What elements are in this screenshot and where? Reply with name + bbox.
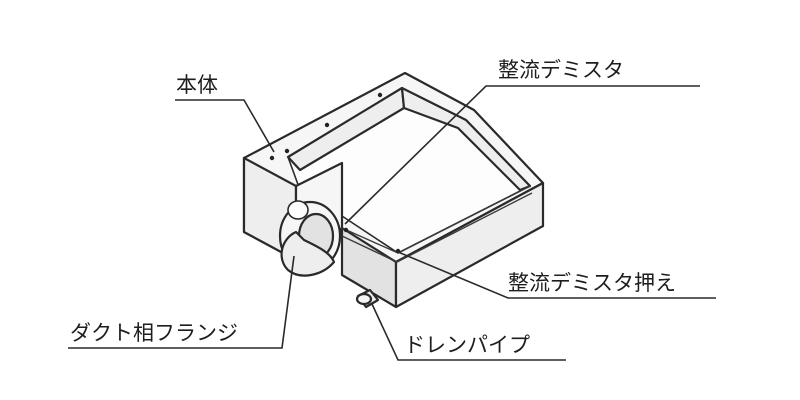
label-duct-flange: ダクト相フランジ (70, 321, 238, 345)
flange-lower-lobe (280, 230, 336, 277)
leader-body (175, 99, 275, 153)
flange-upper-boss (287, 200, 309, 220)
demister-retainer-strip-edge (341, 192, 533, 263)
label-body: 本体 (176, 73, 218, 97)
leader-duct-flange (68, 255, 295, 349)
leader-flow-demister (344, 85, 700, 225)
label-demister-retainer: 整流デミスタ押え (508, 271, 676, 295)
retainer-screw-dot (343, 227, 349, 233)
rim-screw-dot (269, 155, 275, 161)
duct-flange (278, 200, 342, 277)
leader-drain-pipe (371, 303, 566, 361)
housing-inner-right-wall (400, 86, 532, 192)
rim-screw-dot (324, 122, 330, 128)
rim-screw-dot (377, 92, 383, 98)
housing-side-face (394, 181, 545, 309)
leader-demister-retainer (397, 251, 716, 299)
drain-pipe-end (355, 292, 373, 306)
label-flow-demister: 整流デミスタ (498, 58, 624, 82)
drain-pipe (355, 288, 380, 309)
label-drain-pipe: ドレンパイプ (404, 333, 530, 357)
rim-screw-dot (284, 148, 290, 154)
leader-lines (68, 85, 716, 361)
